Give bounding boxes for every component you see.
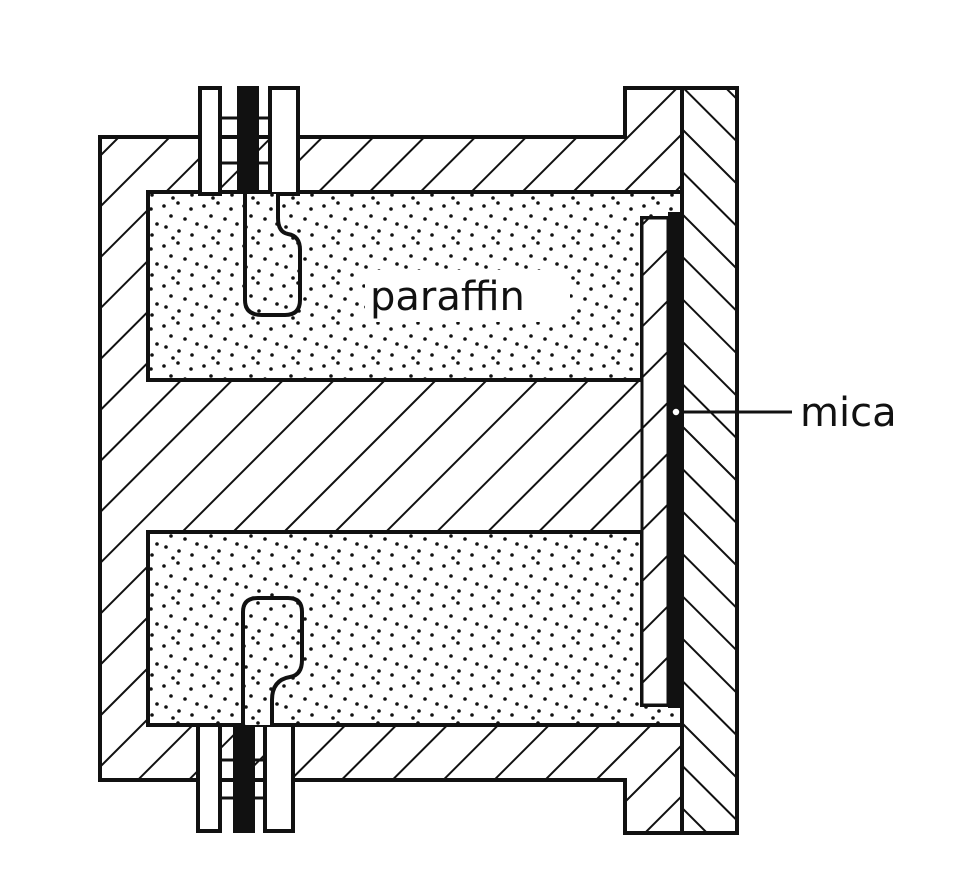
- top-connector: [198, 86, 302, 317]
- mica-sheet: [668, 212, 682, 708]
- mica-pointer-dot: [671, 407, 681, 417]
- lower-paraffin-cavity: [146, 530, 684, 727]
- paraffin-label: paraffin: [370, 274, 525, 320]
- bottom-connector: [196, 596, 304, 833]
- mica-label: mica: [800, 390, 897, 436]
- top-probe-wire: [243, 194, 302, 317]
- bottom-probe-wire: [241, 596, 304, 725]
- electrode-plate: [680, 86, 739, 835]
- mica-holder-strip: [640, 216, 670, 707]
